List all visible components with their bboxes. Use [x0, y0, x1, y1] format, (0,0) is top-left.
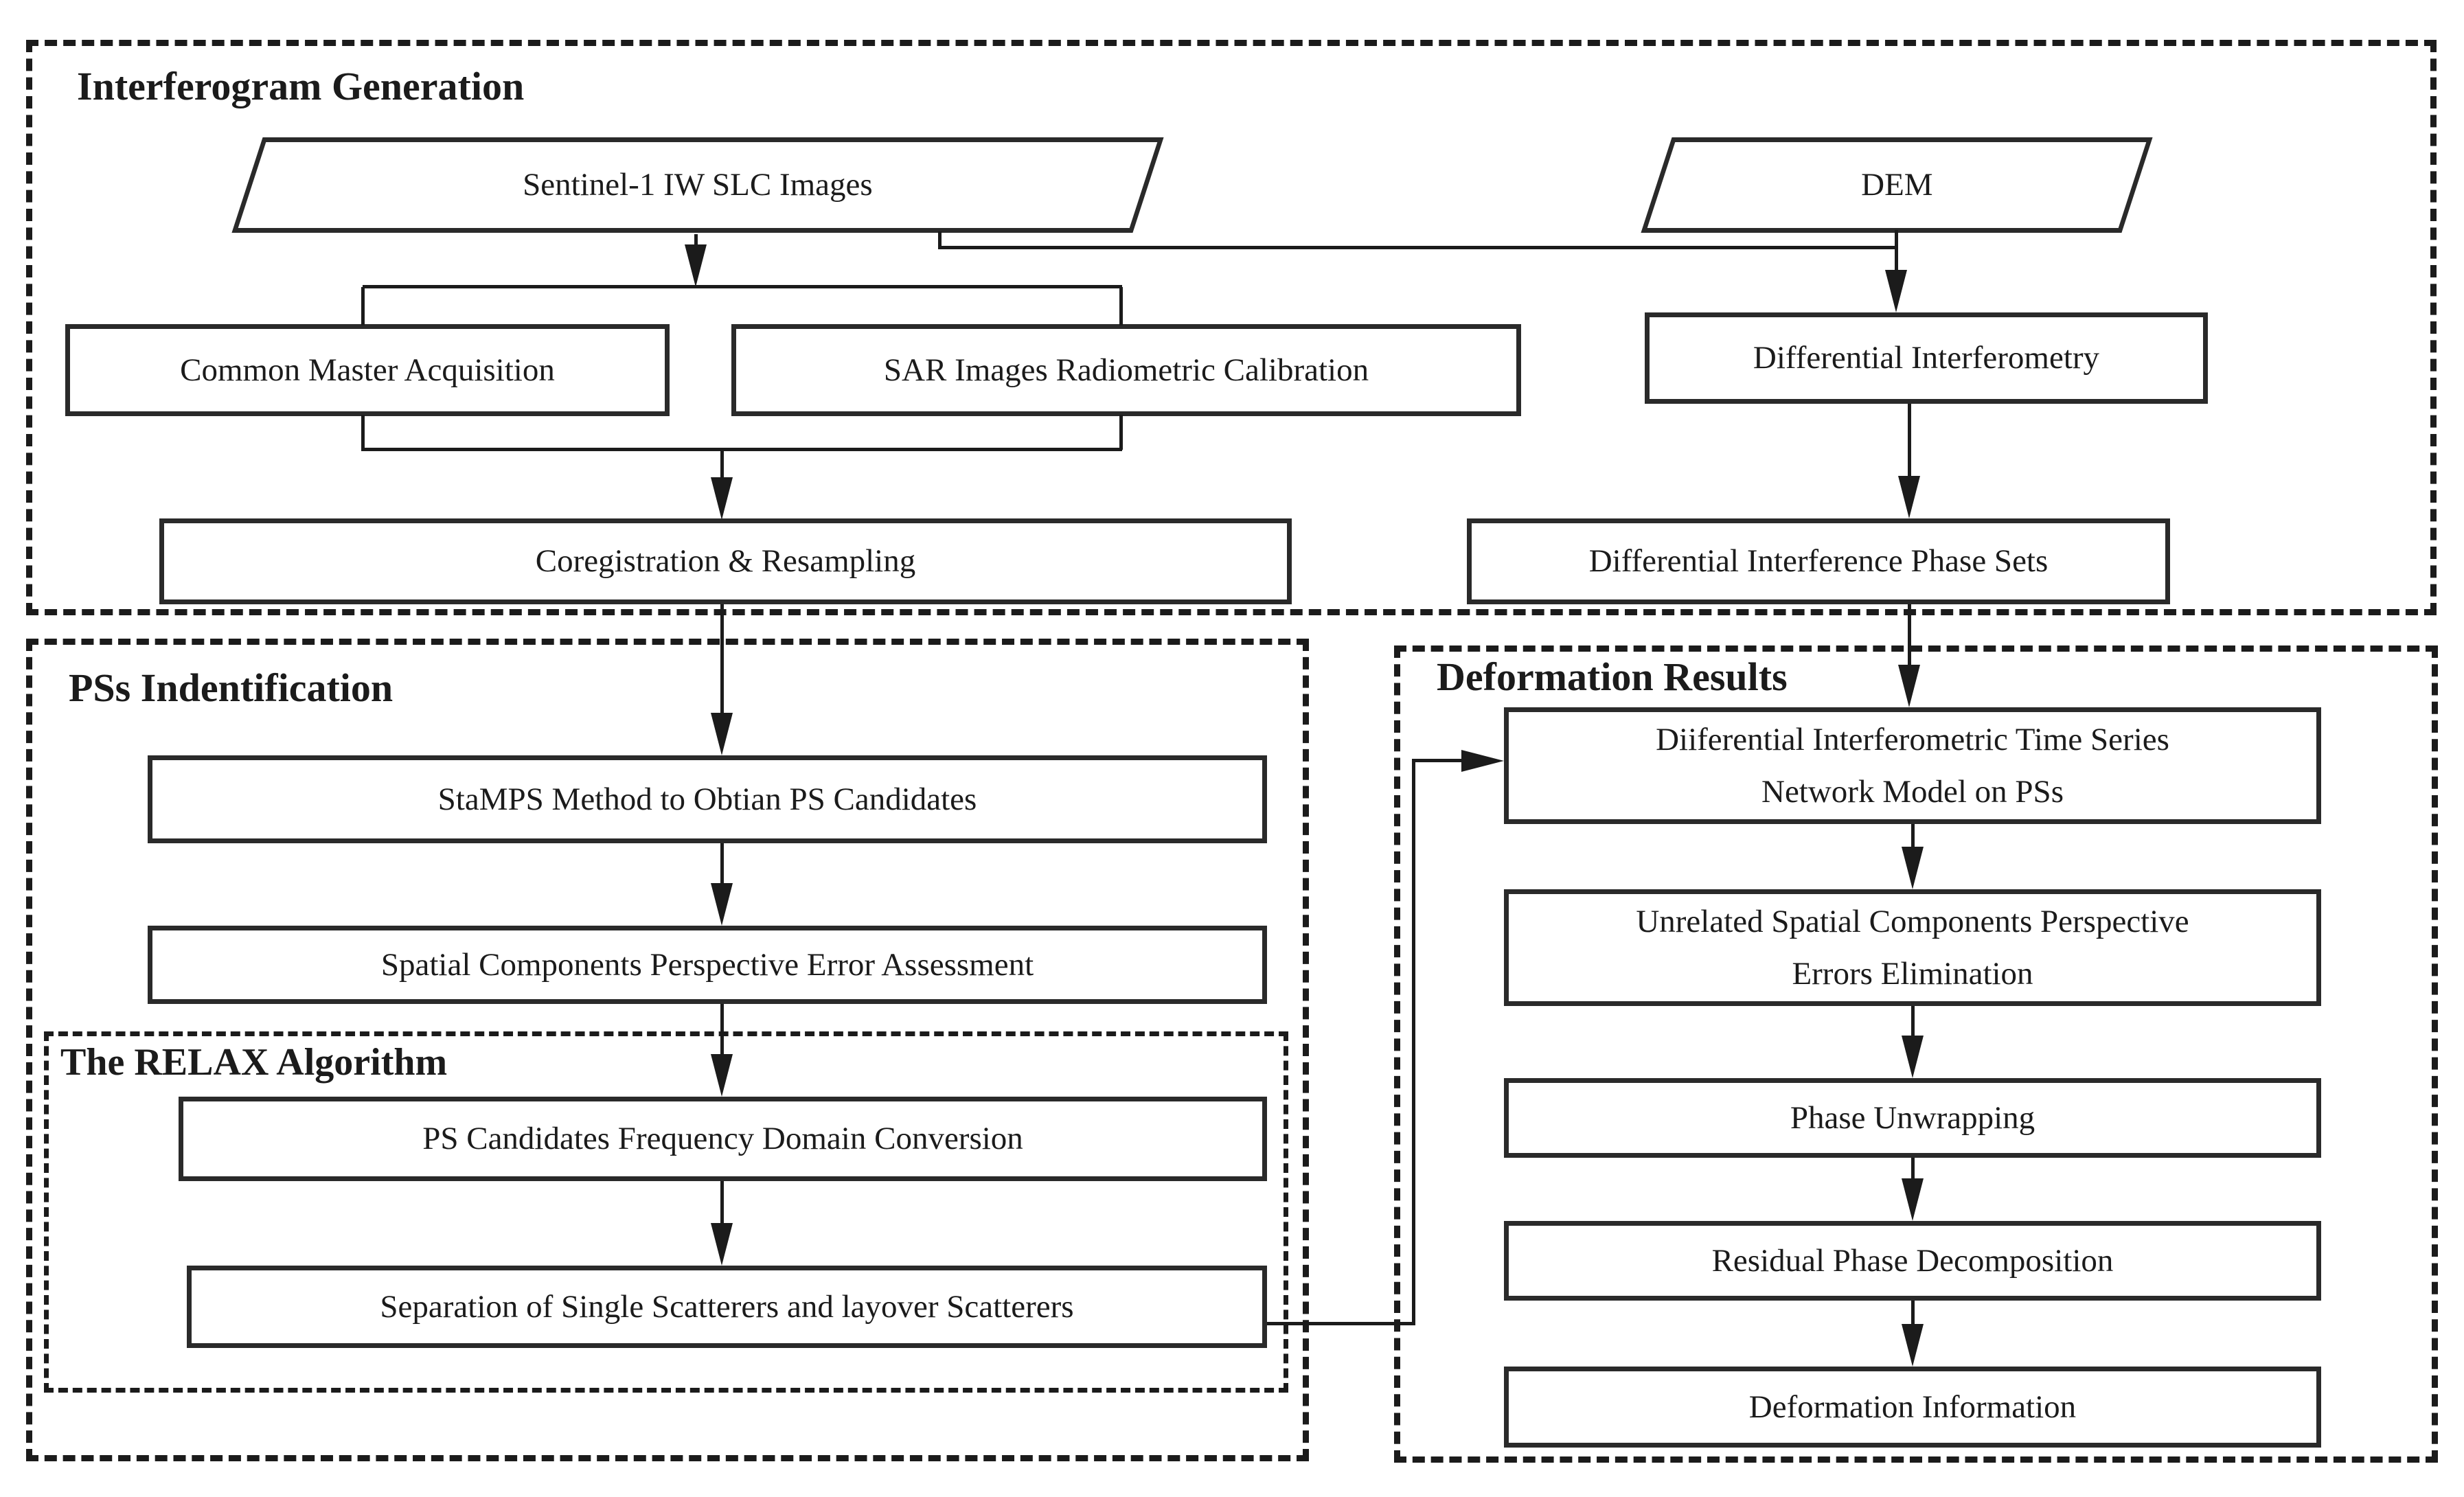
arrow-to-stamps-head — [711, 713, 733, 755]
arrow-to-residual-head — [1902, 1178, 1924, 1221]
arrow-to-diff-interferometry-head — [1885, 270, 1907, 312]
node-unrelated-errors-elimination: Unrelated Spatial Components Perspective… — [1504, 889, 2321, 1006]
arrow-to-phase-unwrapping-line — [1911, 1006, 1915, 1038]
arrow-to-ps-freq-head — [711, 1054, 733, 1097]
dem-bottom-stub — [1895, 230, 1898, 248]
node-label: Separation of Single Scatterers and layo… — [380, 1288, 1074, 1325]
bracket-top-line — [363, 285, 1122, 288]
node-ps-frequency-conversion: PS Candidates Frequency Domain Conversio… — [179, 1097, 1267, 1181]
arrow-to-phase-unwrapping-head — [1902, 1036, 1924, 1078]
section-deformation-results — [1394, 645, 2438, 1463]
node-label: Residual Phase Decomposition — [1711, 1242, 2114, 1279]
node-label: Spatial Components Perspective Error Ass… — [380, 946, 1034, 983]
arrow-to-deformation-info-head — [1902, 1324, 1924, 1367]
node-label: Coregistration & Resampling — [535, 543, 916, 580]
node-network-model-on-pss: Diiferential Interferometric Time Series… — [1504, 707, 2321, 824]
node-sar-radiometric-calibration: SAR Images Radiometric Calibration — [731, 324, 1521, 416]
node-label: Differential Interference Phase Sets — [1588, 543, 2049, 580]
sentinel-right-stub — [938, 231, 942, 248]
arrow-sentinel-down-line — [694, 234, 698, 249]
connector-separation-out-line — [1267, 1322, 1415, 1325]
bracket-top-right-drop — [1119, 287, 1123, 325]
node-label: Unrelated Spatial Components Perspective… — [1636, 903, 2189, 992]
sentinel-dem-join-line — [938, 246, 1897, 249]
node-deformation-information: Deformation Information — [1504, 1367, 2321, 1448]
node-label: SAR Images Radiometric Calibration — [883, 352, 1369, 388]
node-label: Deformation Information — [1748, 1389, 2077, 1425]
node-label: DEM — [1860, 167, 1933, 203]
section-title-pss-identification: PSs Indentification — [69, 665, 393, 710]
bracket-bottom-left-drop — [361, 415, 365, 450]
node-label: Differential Interferometry — [1753, 340, 2100, 376]
section-relax-algorithm — [44, 1031, 1288, 1393]
node-scatterer-separation: Separation of Single Scatterers and layo… — [187, 1266, 1267, 1348]
node-label: Phase Unwrapping — [1790, 1099, 2035, 1136]
arrow-to-stamps-line — [720, 604, 724, 716]
node-label: Diiferential Interferometric Time Series… — [1656, 721, 2169, 810]
arrow-to-coregistration-line — [720, 450, 724, 480]
node-dem: DEM — [1641, 137, 2153, 233]
node-label: StaMPS Method to Obtian PS Candidates — [437, 781, 977, 817]
node-label: PS Candidates Frequency Domain Conversio… — [422, 1121, 1023, 1157]
arrow-to-diff-interferometry-line — [1895, 248, 1898, 273]
arrow-to-coregistration-head — [711, 477, 733, 520]
arrow-to-unrelated-line — [1911, 824, 1915, 849]
arrow-to-spatial-line — [720, 843, 724, 886]
node-label: Sentinel-1 IW SLC Images — [523, 167, 873, 203]
node-coregistration-resampling: Coregistration & Resampling — [159, 518, 1292, 604]
node-spatial-error-assessment: Spatial Components Perspective Error Ass… — [148, 926, 1267, 1004]
section-interferogram-generation — [26, 40, 2437, 615]
bracket-top-left-drop — [361, 287, 365, 325]
section-pss-identification — [26, 639, 1309, 1461]
section-title-interferogram-generation: Interferogram Generation — [77, 64, 525, 108]
node-sentinel-images: Sentinel-1 IW SLC Images — [231, 137, 1164, 233]
arrow-to-network-model-line — [1908, 604, 1911, 667]
node-differential-interferometry: Differential Interferometry — [1645, 312, 2208, 404]
connector-into-network-head — [1461, 750, 1504, 772]
node-residual-phase-decomposition: Residual Phase Decomposition — [1504, 1221, 2321, 1301]
bracket-bottom-right-drop — [1119, 415, 1123, 450]
arrow-to-phase-sets-head — [1898, 476, 1920, 518]
node-label: Common Master Acquisition — [180, 352, 555, 388]
arrow-to-deformation-info-line — [1911, 1301, 1915, 1327]
arrow-to-spatial-head — [711, 883, 733, 926]
arrow-to-separation-head — [711, 1223, 733, 1266]
section-title-deformation-results: Deformation Results — [1437, 654, 1788, 699]
arrow-to-separation-line — [720, 1181, 724, 1226]
arrow-to-residual-line — [1911, 1158, 1915, 1181]
node-phase-unwrapping: Phase Unwrapping — [1504, 1078, 2321, 1158]
node-common-master-acquisition: Common Master Acquisition — [65, 324, 670, 416]
section-title-relax-algorithm: The RELAX Algorithm — [60, 1041, 448, 1084]
connector-into-network-line — [1412, 759, 1465, 762]
arrow-to-ps-freq-line — [720, 1004, 724, 1057]
arrow-sentinel-down-head — [685, 244, 707, 287]
arrow-to-unrelated-head — [1902, 847, 1924, 889]
bracket-bottom-line — [361, 448, 1122, 451]
node-differential-interference-phase-sets: Differential Interference Phase Sets — [1467, 518, 2170, 604]
arrow-to-network-model-head — [1898, 665, 1920, 707]
connector-up-line — [1412, 759, 1415, 1325]
node-stamps-method: StaMPS Method to Obtian PS Candidates — [148, 755, 1267, 843]
arrow-to-phase-sets-line — [1908, 404, 1911, 479]
